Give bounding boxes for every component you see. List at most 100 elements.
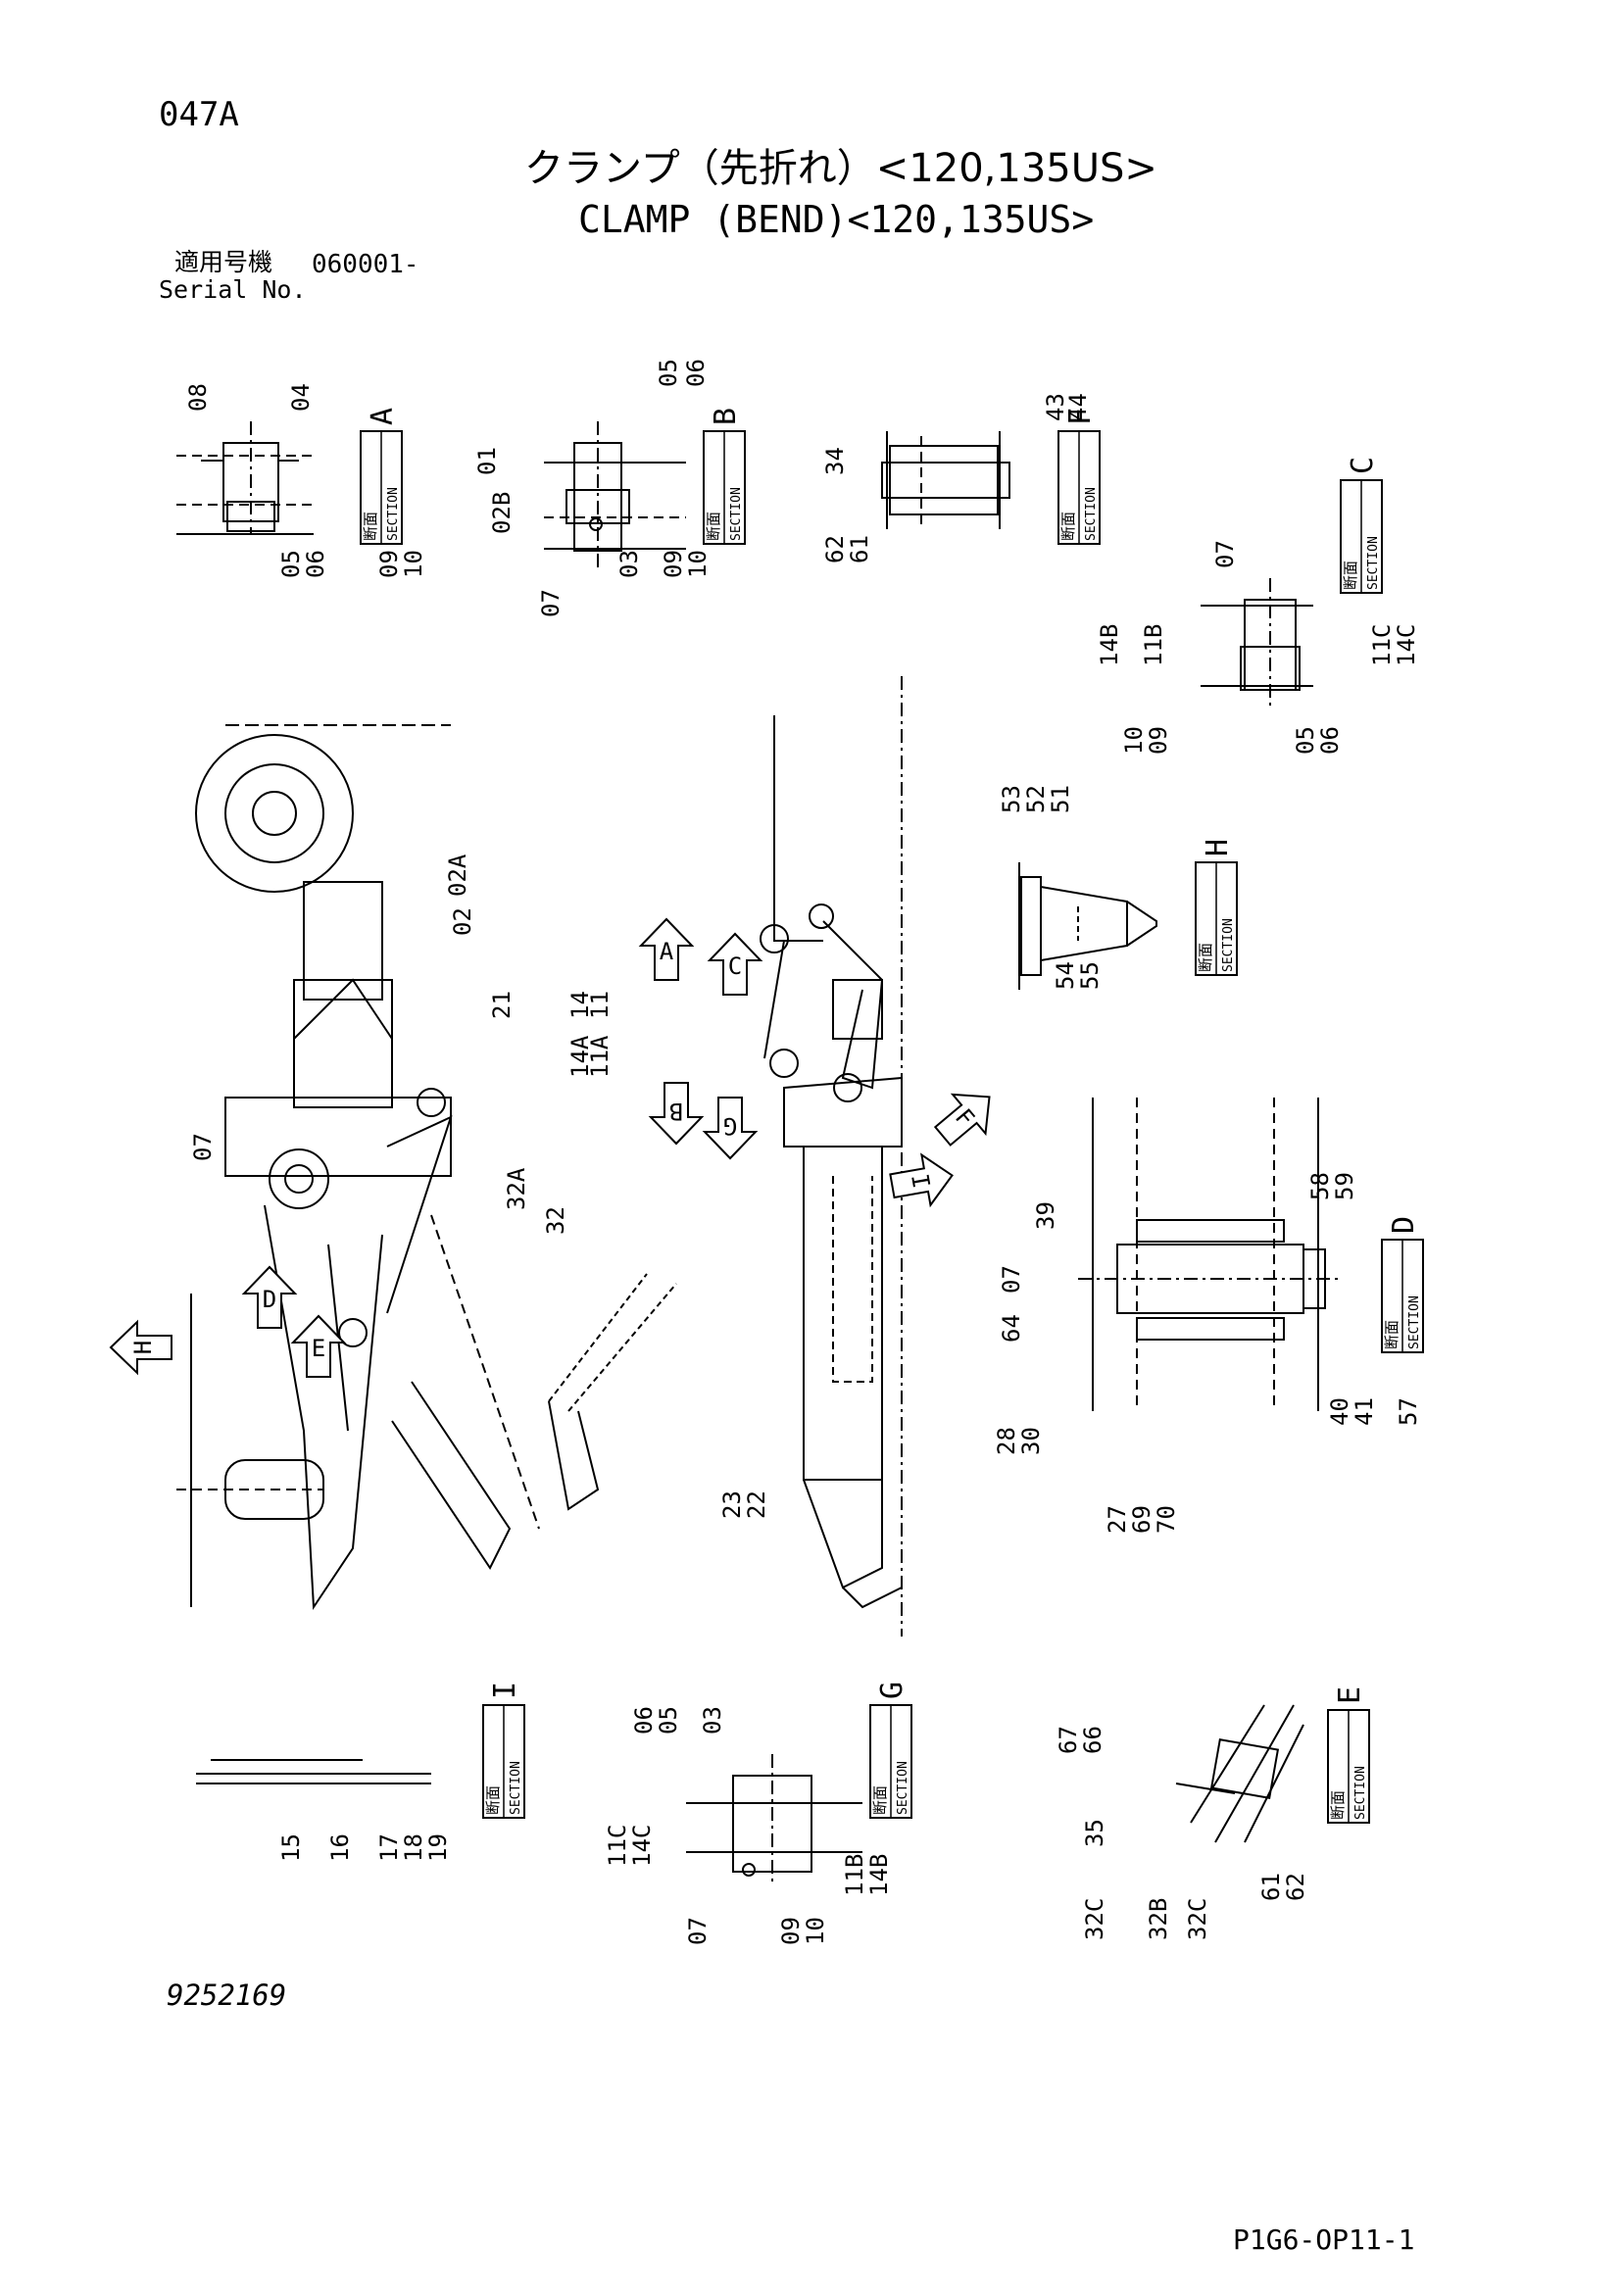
callout-f-43: 43 — [1042, 393, 1069, 421]
callout-f-61: 61 — [846, 535, 873, 563]
view-arrow-letter: A — [660, 938, 674, 965]
section-jp-label: 断面 — [362, 512, 379, 541]
view-arrow-letter: B — [669, 1098, 683, 1125]
section-letter: D — [1387, 1216, 1421, 1234]
callout-e-35: 35 — [1081, 1819, 1108, 1847]
callout-d-59: 59 — [1331, 1172, 1358, 1200]
serial-number-value: 060001- — [312, 250, 419, 279]
page-title-japanese: クランプ（先折れ）<120,135US> — [524, 146, 1157, 191]
callout-g-10: 10 — [802, 1917, 829, 1945]
callout-main-14: 14 — [566, 991, 594, 1019]
callout-c-10: 10 — [1120, 726, 1148, 755]
callout-c-06: 06 — [1316, 726, 1344, 755]
callout-e-67: 67 — [1055, 1726, 1082, 1754]
callout-d-41: 41 — [1351, 1397, 1378, 1426]
callout-a-05: 05 — [277, 550, 305, 578]
callout-d-28: 28 — [993, 1427, 1020, 1455]
callout-main-32a: 32A — [503, 1167, 530, 1210]
section-word: SECTION — [509, 1761, 523, 1815]
section-jp-label: 断面 — [705, 512, 722, 541]
section-letter: B — [709, 408, 743, 425]
callout-main-11: 11 — [586, 991, 614, 1019]
section-letter: G — [875, 1682, 909, 1699]
callout-e-61: 61 — [1257, 1873, 1285, 1901]
section-b-detail — [544, 421, 686, 568]
callout-c-14c: 14C — [1393, 624, 1420, 666]
view-arrow-g: G — [702, 1097, 759, 1160]
callout-g-11c: 11C — [604, 1825, 631, 1867]
callout-main-22: 22 — [743, 1490, 770, 1519]
section-letter: F — [1063, 408, 1098, 425]
callout-a-10: 10 — [400, 550, 427, 578]
page-title-english: CLAMP (BEND)<120,135US> — [578, 198, 1095, 241]
drawing-number: 9252169 — [167, 1978, 287, 2012]
section-label-a: 断面 SECTION A — [360, 408, 403, 545]
callout-f-62: 62 — [821, 535, 849, 563]
callout-i-17: 17 — [375, 1833, 403, 1862]
view-arrow-f: F — [933, 1093, 991, 1147]
section-jp-label: 断面 — [1342, 561, 1359, 590]
section-label-g: 断面 SECTION G — [869, 1682, 912, 1819]
callout-main-02: 02 — [449, 907, 476, 936]
view-arrow-letter: G — [723, 1112, 737, 1140]
callout-d-70: 70 — [1153, 1505, 1180, 1534]
callout-d-39: 39 — [1032, 1201, 1059, 1230]
callout-g-14c: 14C — [628, 1825, 656, 1867]
callout-main-02a: 02A — [444, 854, 471, 897]
callout-main-23: 23 — [718, 1490, 746, 1519]
view-arrow-letter: I — [906, 1172, 935, 1191]
section-word: SECTION — [1407, 1295, 1422, 1349]
section-jp-label: 断面 — [1059, 512, 1077, 541]
section-word: SECTION — [386, 487, 401, 541]
view-arrow-e: E — [290, 1314, 347, 1378]
view-arrow-letter: H — [129, 1341, 157, 1354]
callout-a-09: 09 — [375, 550, 403, 578]
callout-a-08: 08 — [184, 383, 212, 412]
section-word: SECTION — [1084, 487, 1099, 541]
callout-a-06: 06 — [302, 550, 329, 578]
callout-c-11b: 11B — [1140, 624, 1167, 666]
section-g-detail — [686, 1754, 862, 1881]
callout-g-11b: 11B — [841, 1854, 868, 1896]
callout-main-21: 21 — [488, 991, 516, 1019]
callout-f-44: 44 — [1064, 393, 1092, 421]
section-jp-label: 断面 — [1197, 943, 1214, 972]
section-jp-label: 断面 — [1383, 1320, 1401, 1349]
callout-e-32b: 32B — [1145, 1898, 1172, 1940]
page-code: 047A — [159, 95, 239, 134]
section-jp-label: 断面 — [871, 1785, 889, 1815]
section-h-detail — [1018, 862, 1157, 990]
callout-d-58: 58 — [1306, 1172, 1334, 1200]
callout-i-18: 18 — [400, 1833, 427, 1862]
view-arrow-letter: E — [312, 1335, 325, 1362]
section-e-detail — [1175, 1704, 1304, 1843]
view-arrow-c: C — [707, 932, 763, 996]
section-c-detail — [1201, 578, 1313, 706]
callout-b-01: 01 — [473, 447, 501, 475]
callout-b-03: 03 — [615, 550, 643, 578]
view-arrow-i: I — [889, 1152, 954, 1208]
callout-main-14a: 14A — [566, 1035, 594, 1078]
callout-d-57: 57 — [1395, 1397, 1422, 1426]
view-arrow-letter: C — [728, 953, 742, 980]
section-word: SECTION — [896, 1761, 910, 1815]
callout-b-10: 10 — [684, 550, 712, 578]
callout-e-32c: 32C — [1081, 1898, 1108, 1940]
callout-d-69: 69 — [1128, 1505, 1155, 1534]
callout-g-07: 07 — [684, 1917, 712, 1945]
section-word: SECTION — [1353, 1766, 1368, 1820]
callout-g-05: 05 — [655, 1706, 682, 1734]
callout-e-62: 62 — [1282, 1873, 1309, 1901]
callout-h-54: 54 — [1052, 961, 1079, 990]
section-a-detail — [176, 421, 314, 535]
callout-e-32c: 32C — [1184, 1898, 1211, 1940]
callout-e-66: 66 — [1079, 1726, 1106, 1754]
section-letter: A — [366, 408, 400, 425]
callout-h-53: 53 — [998, 785, 1025, 813]
callout-d-30: 30 — [1017, 1427, 1045, 1455]
